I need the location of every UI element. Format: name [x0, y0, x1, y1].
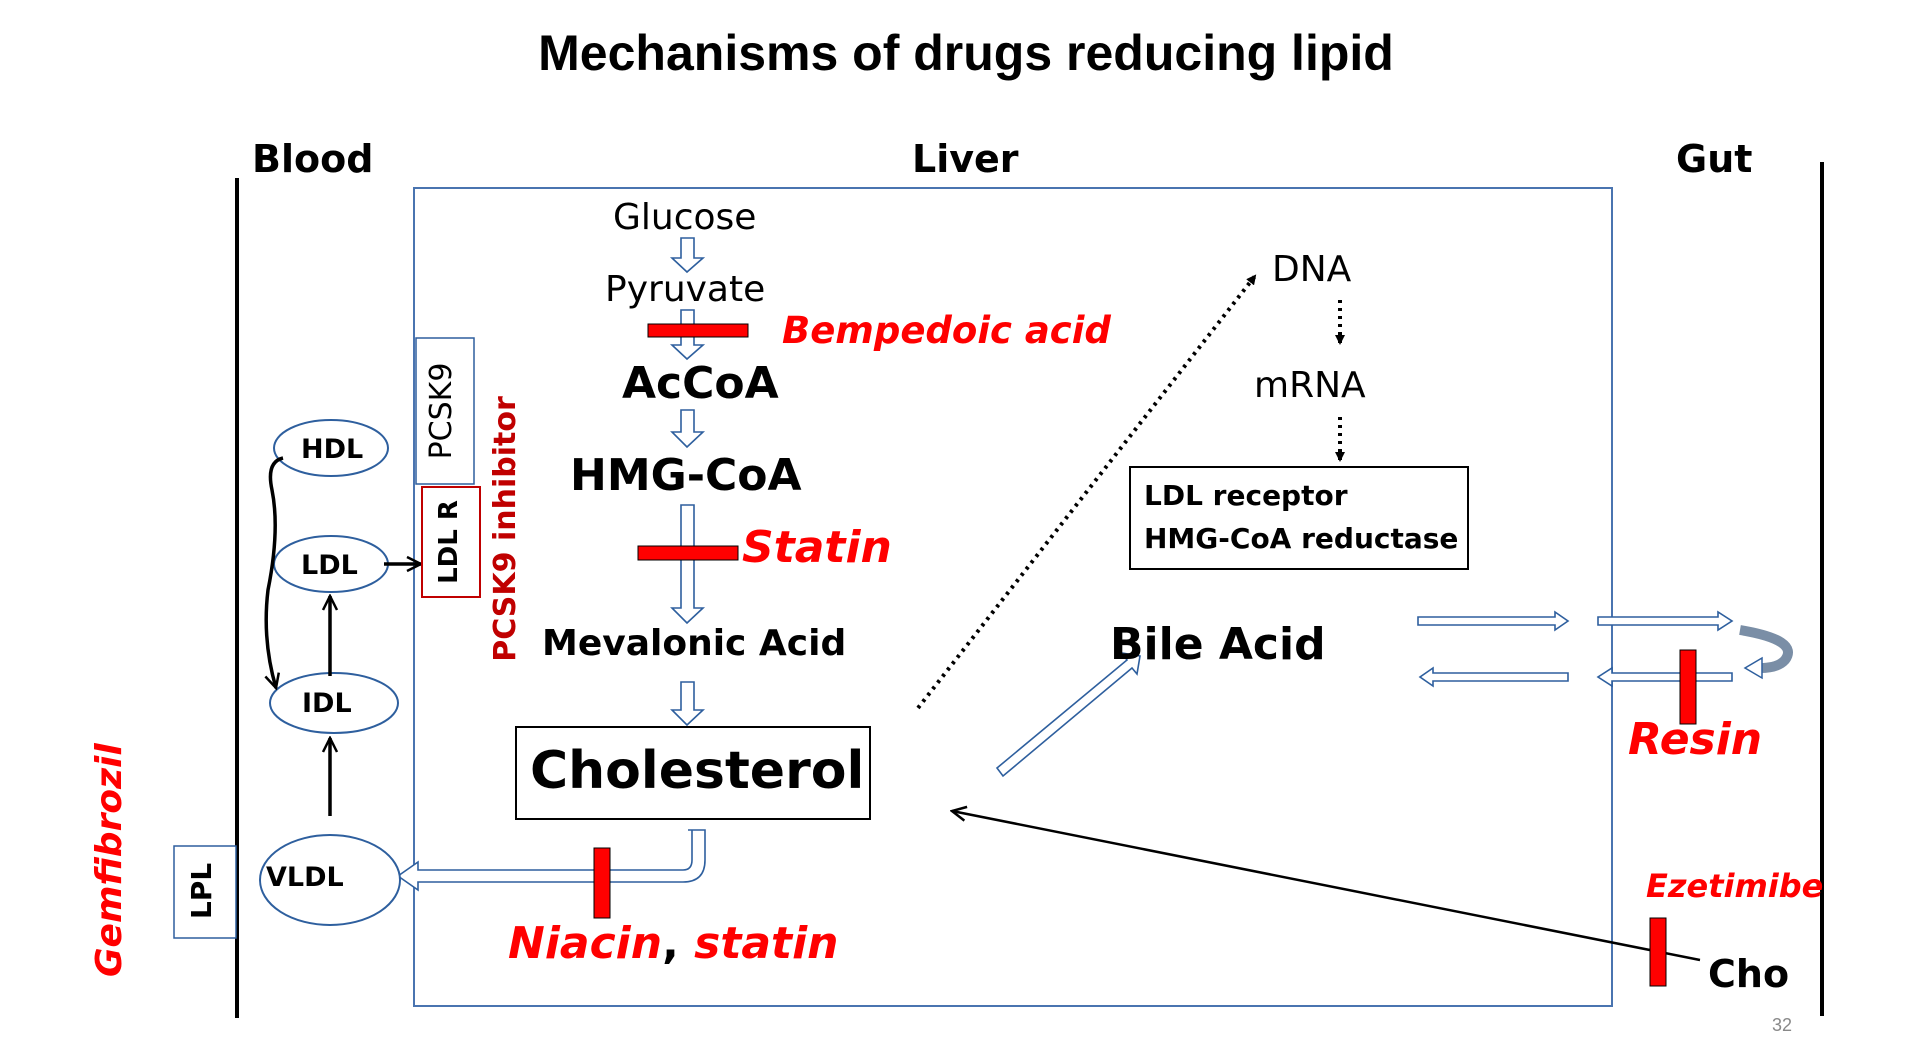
label-bile-acid: Bile Acid: [1110, 619, 1326, 670]
label-dna: DNA: [1272, 249, 1352, 290]
page-title: Mechanisms of drugs reducing lipid: [538, 25, 1394, 81]
label-mrna: mRNA: [1254, 365, 1366, 406]
label-pyruvate: Pyruvate: [605, 269, 766, 310]
statin-block: [637, 545, 739, 561]
label-vldl: VLDL: [266, 862, 344, 893]
lpl-box: [173, 845, 237, 939]
drug-separator: ,: [662, 918, 679, 969]
arrow-cholesterol-bile: [995, 651, 1141, 778]
receptor-reductase-box: [1129, 466, 1469, 570]
label-cholesterol: Cholesterol: [530, 741, 865, 801]
niacin-block: [593, 847, 611, 919]
arrow-glucose-pyruvate: [669, 237, 706, 274]
idl-ellipse: [269, 672, 399, 734]
recycle-arrow: [1739, 625, 1793, 680]
drug-niacin-statin-second: statin: [694, 918, 839, 969]
drug-niacin: Niacin: [508, 918, 663, 969]
label-ldl-receptor: LDL receptor: [1144, 479, 1348, 512]
resin-block: [1679, 649, 1697, 725]
label-glucose: Glucose: [613, 197, 757, 238]
pcsk9-box: [415, 337, 475, 485]
arrow-cholesterol-vldl: [396, 829, 706, 892]
drug-ezetimibe: Ezetimibe: [1646, 867, 1824, 905]
label-ldlr: LDL R: [434, 500, 464, 584]
ldlr-box: [421, 486, 481, 598]
arrow-gut-bile-2: [1596, 666, 1733, 688]
drug-niacin-statin: Niacin, statin: [508, 922, 839, 966]
region-liver: Liver: [912, 137, 1019, 181]
label-lpl: LPL: [185, 862, 218, 920]
drug-statin: Statin: [742, 522, 892, 573]
arrow-bile-gut-1: [1417, 610, 1570, 632]
arrow-hmgcoa-mevalonic: [670, 504, 706, 625]
arrow-hdl-idl: [266, 456, 284, 688]
label-idl: IDL: [302, 688, 352, 719]
arrow-mevalonic-cholesterol: [670, 681, 706, 727]
page-number: 32: [1772, 1015, 1793, 1035]
arrow-accoa-hmgcoa: [670, 409, 706, 449]
cholesterol-box: [515, 726, 871, 820]
drug-pcsk9-inhibitor: PCSK9 inhibitor: [488, 396, 523, 662]
drug-bempedoic: Bempedoic acid: [782, 309, 1111, 352]
label-cho: Cho: [1708, 952, 1790, 996]
label-hdl: HDL: [301, 434, 364, 465]
arrow-cho-cholesterol: [952, 811, 1701, 962]
label-hmgcoa-reductase: HMG-CoA reductase: [1144, 522, 1459, 555]
vldl-ellipse: [259, 834, 401, 926]
label-ldl: LDL: [301, 550, 358, 581]
label-hmgcoa: HMG-CoA: [570, 450, 802, 501]
bempedoic-block: [647, 323, 749, 338]
arrow-bile-gut-2: [1597, 610, 1734, 632]
label-pcsk9: PCSK9: [424, 362, 459, 460]
drug-gemfibrozil: Gemfibrozil: [89, 743, 130, 977]
liver-box: [413, 187, 1613, 1007]
hdl-ellipse: [273, 419, 389, 477]
arrow-gut-bile-1: [1418, 666, 1569, 688]
region-blood: Blood: [252, 137, 374, 181]
label-mevalonic: Mevalonic Acid: [542, 623, 847, 664]
region-gut: Gut: [1676, 137, 1753, 181]
ezetimibe-block: [1649, 917, 1667, 987]
arrow-cholesterol-dna: [916, 274, 1257, 710]
inhibition-bars: [593, 323, 1697, 987]
drug-resin: Resin: [1628, 714, 1763, 765]
label-accoa: AcCoA: [622, 358, 779, 409]
